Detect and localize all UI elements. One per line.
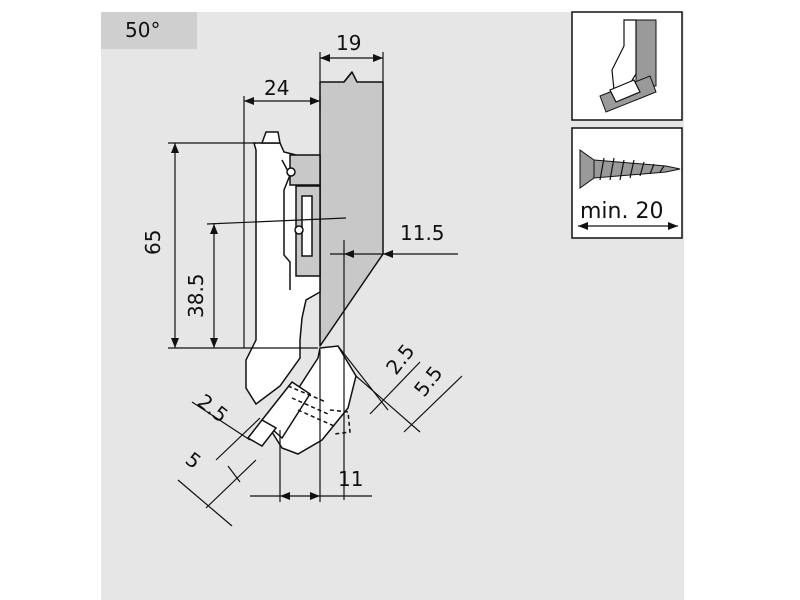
dim-11: 11 <box>338 467 363 491</box>
screw-icon <box>579 149 681 189</box>
hinge-thumbnail-icon <box>571 11 683 121</box>
dim-24: 24 <box>264 76 289 100</box>
dimension-lines <box>168 52 463 527</box>
screw-box: min. 20 <box>571 127 683 239</box>
screw-min-length: min. 20 <box>580 199 663 224</box>
dim-11-5: 11.5 <box>400 221 445 245</box>
dim-19: 19 <box>336 31 361 55</box>
dim-65: 65 <box>141 230 165 255</box>
dim-38-5: 38.5 <box>184 273 208 318</box>
hinge-arm <box>245 131 321 406</box>
hinge-cup <box>246 345 357 455</box>
arrowheads <box>171 54 393 500</box>
opening-angle-tag: 50° <box>101 12 197 49</box>
